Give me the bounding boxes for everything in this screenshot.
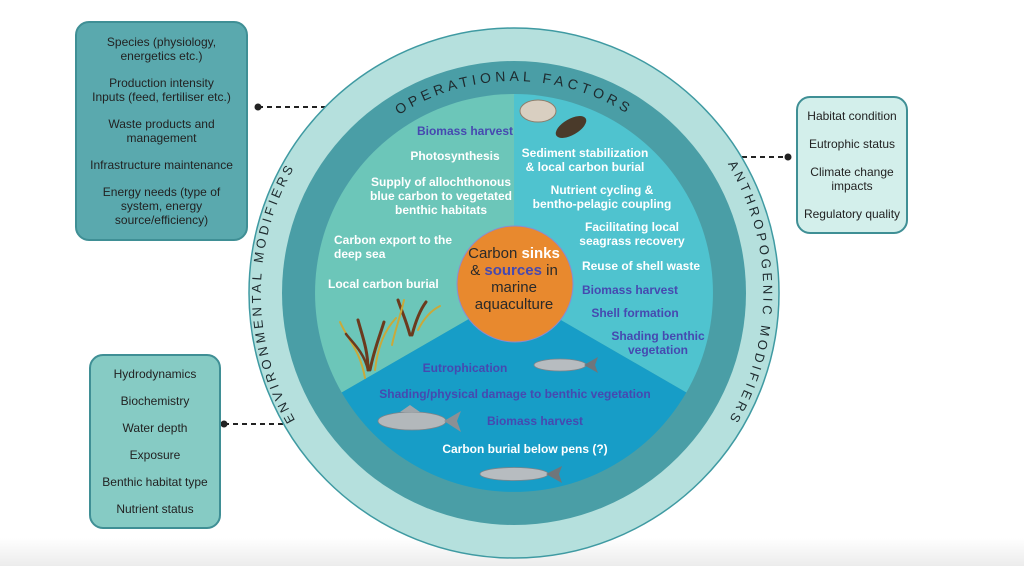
environmental-modifier: Benthic habitat type bbox=[102, 475, 208, 490]
operational-factor: Waste products and management bbox=[108, 116, 215, 145]
center-label-text: aquaculture bbox=[474, 296, 554, 313]
environmental-modifiers-box: Hydrodynamics Biochemistry Water depth E… bbox=[89, 354, 221, 529]
shellfish-effect: Shading benthic vegetation bbox=[611, 329, 705, 357]
connector-anthropogenic bbox=[742, 153, 792, 161]
segment-seaweed bbox=[315, 94, 514, 393]
anthropogenic-modifier: Eutrophic status bbox=[808, 137, 896, 151]
salmon-icon bbox=[533, 357, 598, 373]
finfish-effect: Carbon burial below pens (?) bbox=[442, 442, 608, 456]
oyster-icon bbox=[519, 99, 557, 123]
center-label-text: Carbon bbox=[468, 245, 522, 262]
salmon-icon bbox=[479, 466, 562, 483]
center-label: Carbon sinks & sources in marine aquacul… bbox=[456, 245, 572, 313]
segment-finfish bbox=[341, 293, 687, 492]
center-label-sources: sources bbox=[484, 262, 542, 279]
seaweed-icon bbox=[339, 298, 441, 379]
finfish-effect: Eutrophication bbox=[422, 361, 508, 375]
anthropogenic-modifier: Habitat condition bbox=[807, 109, 897, 123]
seabass-icon bbox=[377, 405, 461, 432]
center-label-text: in bbox=[541, 262, 558, 279]
environmental-modifier: Nutrient status bbox=[116, 502, 194, 517]
finfish-effect: Biomass harvest bbox=[486, 414, 584, 428]
operational-factor: Species (physiology, energetics etc.) bbox=[106, 35, 217, 64]
environmental-modifier: Hydrodynamics bbox=[113, 366, 197, 381]
segment-shellfish bbox=[514, 94, 713, 393]
operational-factors-box: Species (physiology, energetics etc.) Pr… bbox=[75, 21, 248, 241]
center-label-text: marine bbox=[491, 279, 537, 296]
operational-factor: Energy needs (type of system, energy sou… bbox=[102, 184, 221, 227]
shellfish-effect: Shell formation bbox=[591, 306, 679, 320]
center-circle bbox=[456, 225, 574, 343]
shellfish-effect: Biomass harvest bbox=[581, 283, 679, 297]
operational-factor: Infrastructure maintenance bbox=[90, 157, 233, 172]
center-label-sinks: sinks bbox=[521, 245, 560, 262]
connector-environmental bbox=[220, 420, 292, 428]
environmental-modifier: Water depth bbox=[122, 420, 188, 435]
environmental-modifier: Biochemistry bbox=[120, 393, 190, 408]
finfish-effect: Shading/physical damage to benthic veget… bbox=[379, 387, 651, 401]
seaweed-effect: Biomass harvest bbox=[416, 124, 514, 138]
center-label-text: & bbox=[470, 262, 485, 279]
environmental-modifier: Exposure bbox=[129, 448, 181, 463]
operational-factor: Production intensity Inputs (feed, ferti… bbox=[92, 76, 231, 105]
shellfish-effect: Nutrient cycling & bentho-pelagic coupli… bbox=[532, 183, 672, 211]
seaweed-effect: Carbon export to the deep sea bbox=[334, 233, 453, 261]
seaweed-effect: Local carbon burial bbox=[328, 277, 439, 291]
seaweed-effect: Supply of allochthonous blue carbon to v… bbox=[369, 175, 513, 217]
shellfish-effect: Reuse of shell waste bbox=[581, 259, 701, 273]
anthropogenic-modifier: Regulatory quality bbox=[803, 207, 901, 221]
shellfish-effect: Sediment stabilization & local carbon bu… bbox=[521, 146, 649, 174]
mussel-icon bbox=[555, 116, 587, 138]
shellfish-effect: Facilitating local seagrass recovery bbox=[579, 220, 685, 248]
anthropogenic-modifier: Climate change impacts bbox=[810, 165, 894, 193]
seaweed-effect: Photosynthesis bbox=[410, 149, 500, 163]
anthropogenic-modifiers-box: Habitat condition Eutrophic status Clima… bbox=[796, 96, 908, 234]
